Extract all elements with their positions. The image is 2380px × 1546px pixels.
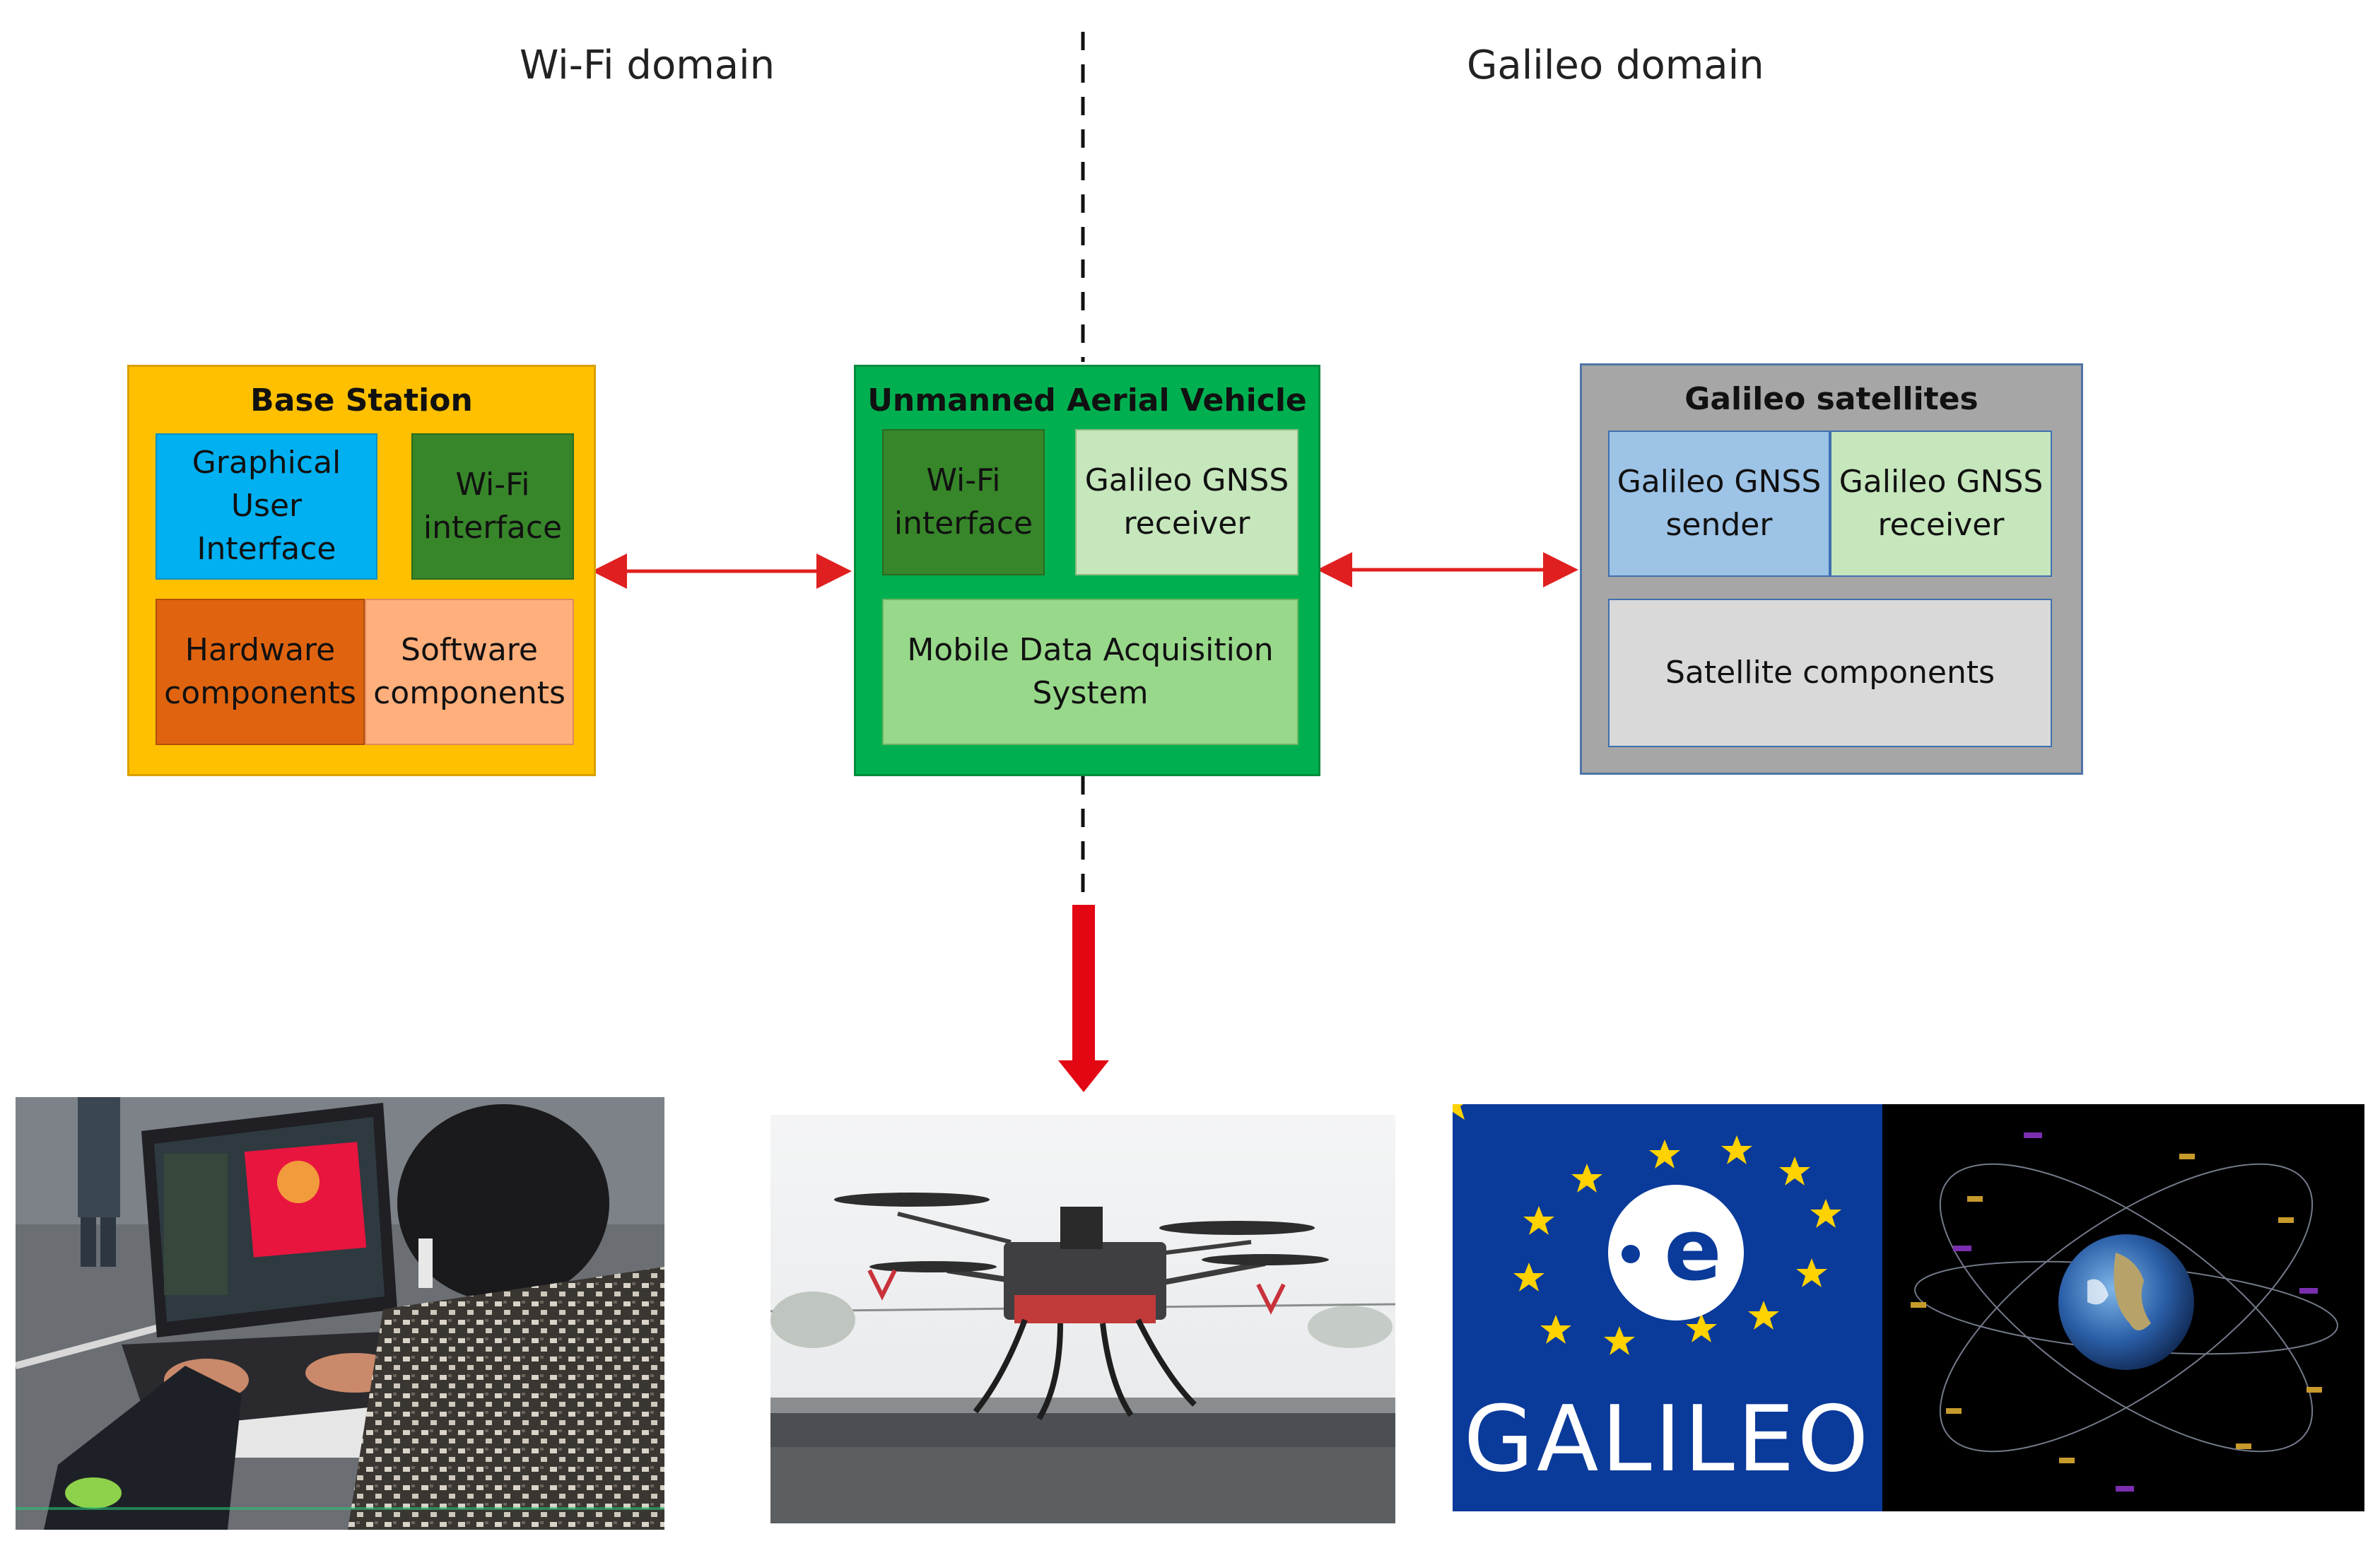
galileo-domain-label: Galileo domain: [1467, 42, 1764, 88]
galileo-gnss-receiver: Galileo GNSS receiver: [1830, 431, 2052, 577]
uav-title: Unmanned Aerial Vehicle: [867, 382, 1307, 418]
earth-globe: [2058, 1234, 2194, 1370]
mobile-data-acquisition-system: Mobile Data Acquisition System: [882, 599, 1299, 745]
drone-icon: [834, 1193, 1329, 1421]
software-components: Software components: [365, 599, 574, 745]
galileo-gnss-sender: Galileo GNSS sender: [1608, 431, 1830, 577]
star-icon: [1513, 1135, 1841, 1355]
base-wifi-interface: Wi-Fi interface: [411, 433, 574, 580]
uav-photo: [770, 1115, 1395, 1523]
base-station-title: Base Station: [250, 382, 473, 418]
wifi-domain-label: Wi-Fi domain: [520, 42, 775, 88]
galileo-satellites-box: Galileo satellites Galileo GNSS sender G…: [1580, 363, 2083, 775]
galileo-satellites-title: Galileo satellites: [1684, 381, 1979, 417]
svg-text:e: e: [1664, 1202, 1721, 1300]
eu-stars: [1453, 1104, 1465, 1120]
base-station-photo: [16, 1097, 664, 1530]
satellite-components: Satellite components: [1608, 599, 2052, 747]
galileo-logo-panel: e GALILEO: [1453, 1104, 1882, 1511]
constellation-image: [1882, 1104, 2364, 1511]
galileo-e-logo-icon: e: [1608, 1185, 1744, 1320]
uav-wifi-interface: Wi-Fi interface: [882, 429, 1045, 575]
gui-component: Graphical User Interface: [156, 433, 377, 580]
hardware-components: Hardware components: [156, 599, 365, 745]
uav-gnss-receiver: Galileo GNSS receiver: [1075, 429, 1299, 575]
galileo-wordmark: GALILEO: [1463, 1387, 1872, 1492]
uav-box: Unmanned Aerial Vehicle Wi-Fi interface …: [854, 365, 1320, 776]
base-station-box: Base Station Graphical User Interface Wi…: [127, 365, 596, 776]
down-arrow-icon: [1058, 905, 1109, 1092]
